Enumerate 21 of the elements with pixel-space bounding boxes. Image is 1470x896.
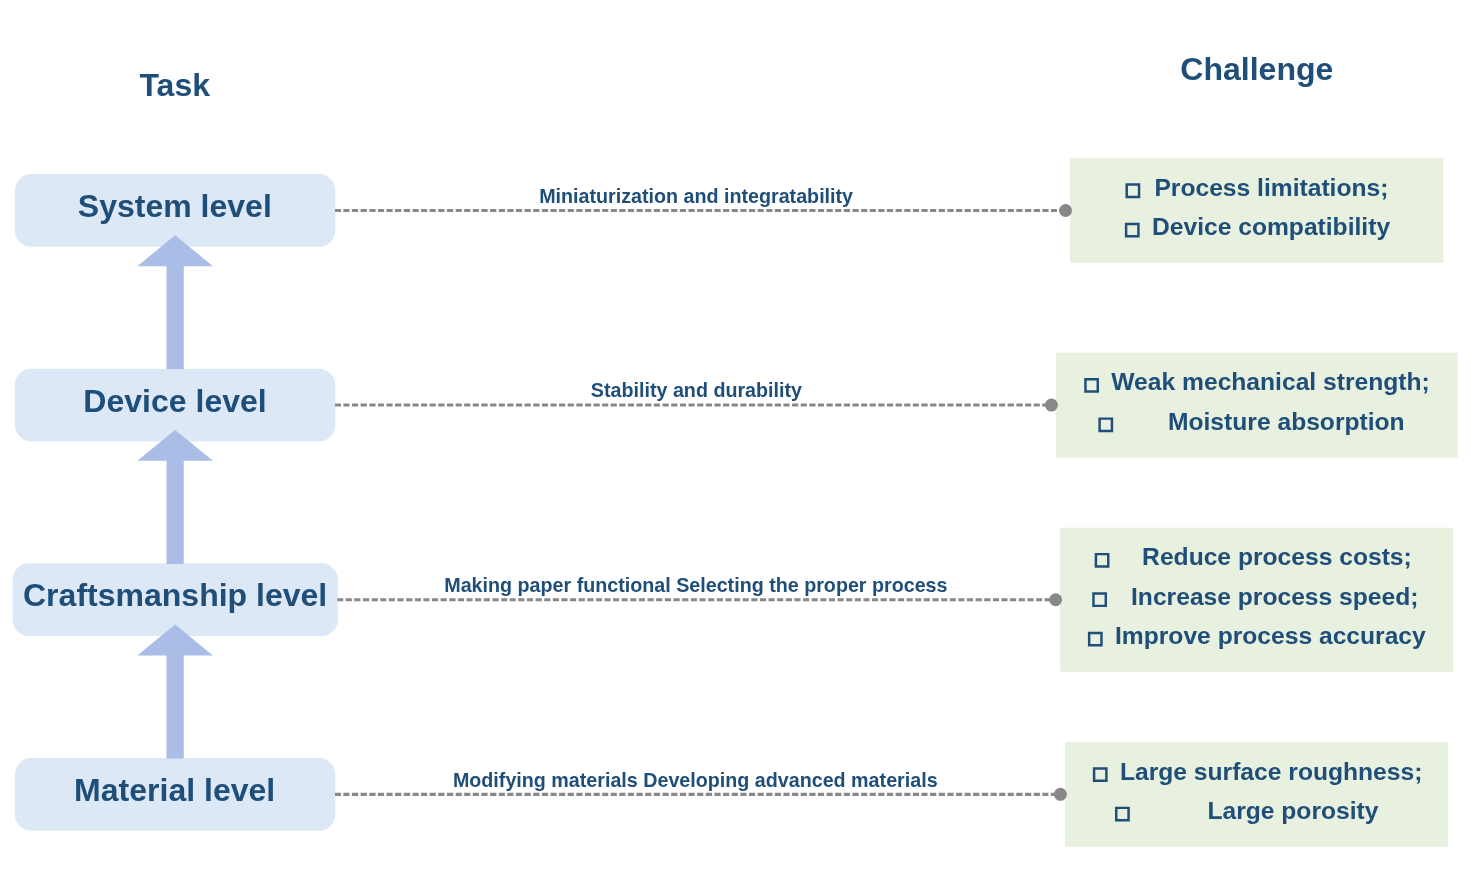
edge-label: Stability and durability — [590, 378, 802, 401]
node-box: Craftsmanship level — [12, 562, 338, 636]
label: Challenge — [1180, 50, 1334, 87]
edge-label: Modifying materials Developing advanced materials — [452, 768, 938, 791]
node-box: Large surface roughness; Large porosity — [1065, 741, 1449, 847]
node-box: Material level — [15, 757, 336, 831]
arrow — [137, 429, 213, 564]
arrow — [137, 234, 213, 369]
node-box: System level — [15, 173, 336, 247]
connector — [335, 203, 1072, 217]
edge-label: Making paper functional Selecting the proper process — [444, 573, 948, 596]
arrow — [137, 624, 213, 759]
connector — [337, 592, 1063, 606]
node-box: Process limitations; Device compatibility — [1070, 157, 1444, 263]
label: Task — [139, 66, 211, 103]
node-box: Reduce process costs; Increase process speed; Improve process accuracy — [1060, 527, 1454, 672]
node-box: Device level — [15, 368, 336, 441]
edge-label: Miniaturization and integratability — [539, 184, 854, 207]
node-box: Weak mechanical strength; Moisture absorption — [1055, 352, 1458, 457]
connector — [335, 398, 1058, 412]
connector — [335, 787, 1067, 801]
